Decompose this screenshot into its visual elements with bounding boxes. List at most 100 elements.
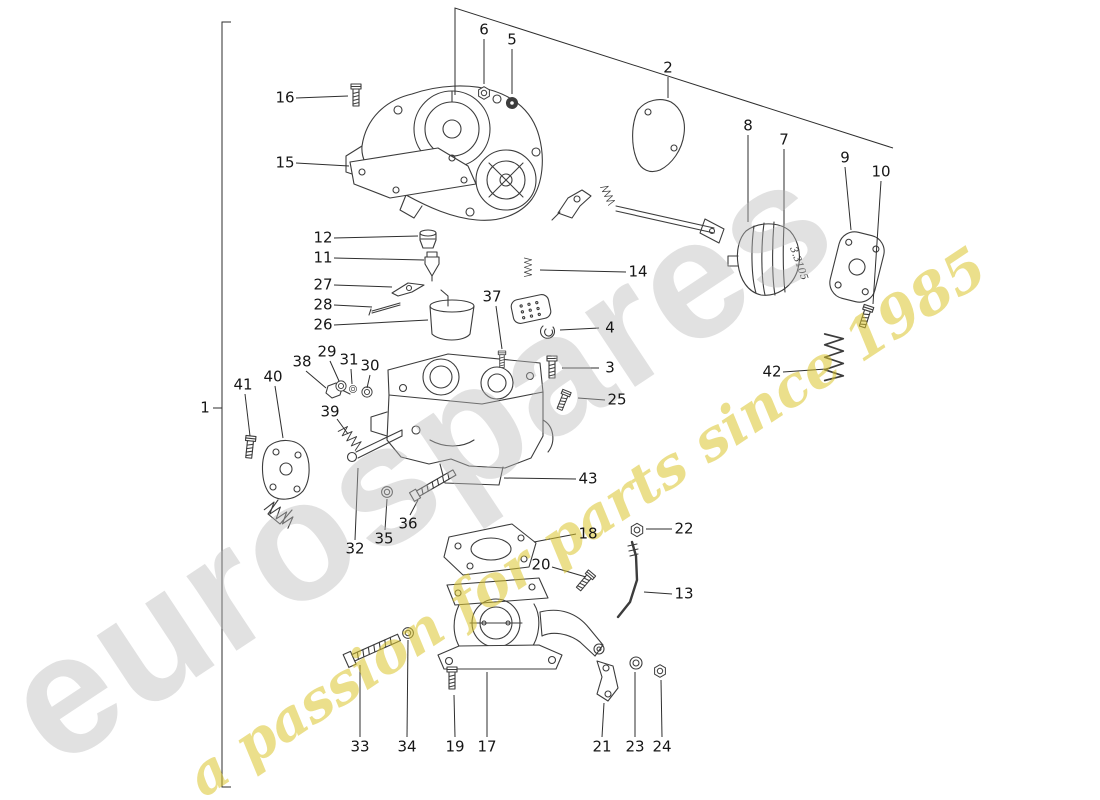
part-label-37: 37 bbox=[482, 287, 502, 306]
leader-line-part-19 bbox=[453, 694, 456, 738]
leader-line-part-31 bbox=[350, 368, 353, 385]
part-label-31: 31 bbox=[339, 350, 359, 369]
needle-valve-drawing-part-11 bbox=[424, 251, 440, 282]
part-label-12: 12 bbox=[313, 228, 333, 247]
part-label-33: 33 bbox=[350, 737, 370, 756]
leader-line-part-28 bbox=[333, 304, 373, 308]
part-label-1: 1 bbox=[200, 398, 210, 417]
part-label-16: 16 bbox=[275, 88, 295, 107]
part-label-22: 22 bbox=[674, 519, 694, 538]
part-label-28: 28 bbox=[313, 295, 333, 314]
group-bracket-part-1 bbox=[221, 21, 231, 788]
carburetor-lower-body-drawing bbox=[370, 353, 554, 486]
part-label-35: 35 bbox=[374, 529, 394, 548]
part-label-23: 23 bbox=[625, 737, 645, 756]
part-label-3: 3 bbox=[605, 358, 615, 377]
leader-lines-layer bbox=[213, 7, 894, 788]
part-label-24: 24 bbox=[652, 737, 672, 756]
part-label-15: 15 bbox=[275, 153, 295, 172]
leader-line-part-38 bbox=[305, 370, 327, 389]
cover-bracket-drawing-part-40 bbox=[261, 439, 310, 525]
leader-line-part-29 bbox=[329, 360, 340, 382]
part-label-36: 36 bbox=[398, 514, 418, 533]
leader-line-part-15 bbox=[295, 162, 350, 167]
part-label-25: 25 bbox=[607, 390, 627, 409]
leader-line-part-26 bbox=[333, 319, 429, 326]
part-label-30: 30 bbox=[360, 356, 380, 375]
part-label-29: 29 bbox=[317, 342, 337, 361]
leader-line-part-12 bbox=[333, 235, 419, 239]
leader-line-part-42 bbox=[782, 368, 827, 373]
float-lever-drawing-part-27 bbox=[391, 282, 425, 297]
part-label-38: 38 bbox=[292, 352, 312, 371]
choke-lever-drawing bbox=[551, 189, 592, 221]
leader-line-part-34 bbox=[406, 639, 409, 738]
part-label-6: 6 bbox=[479, 20, 489, 39]
leader-line-part-40 bbox=[274, 385, 284, 439]
leader-line-part-16 bbox=[295, 95, 349, 99]
lever-drawing-part-21 bbox=[596, 660, 619, 702]
strainer-plate-drawing bbox=[510, 294, 552, 324]
part-label-34: 34 bbox=[397, 737, 417, 756]
part-label-42: 42 bbox=[762, 362, 782, 381]
leader-line-part-20 bbox=[551, 566, 587, 578]
part-label-19: 19 bbox=[445, 737, 465, 756]
part-label-32: 32 bbox=[345, 539, 365, 558]
main-jet-drawing-part-12 bbox=[419, 229, 437, 249]
leader-line-part-27 bbox=[333, 284, 393, 288]
choke-shaft-drawing bbox=[615, 205, 725, 244]
leader-line-part-4 bbox=[559, 327, 600, 331]
part-label-20: 20 bbox=[531, 555, 551, 574]
assembly-boundary-line bbox=[454, 7, 894, 149]
grommet-drawing-part-5 bbox=[505, 96, 519, 110]
leader-line-part-39 bbox=[336, 418, 349, 435]
part-label-43: 43 bbox=[578, 469, 598, 488]
part-label-27: 27 bbox=[313, 275, 333, 294]
clip-drawing-part-4 bbox=[539, 325, 556, 339]
fastening-screw-drawing-part-33 bbox=[342, 633, 401, 668]
leader-line-part-37 bbox=[495, 305, 503, 350]
pull-rod-drawing-part-13 bbox=[616, 540, 639, 619]
leader-line-part-41 bbox=[244, 393, 251, 437]
part-label-14: 14 bbox=[628, 262, 648, 281]
part-label-41: 41 bbox=[233, 375, 253, 394]
part-label-8: 8 bbox=[743, 116, 753, 135]
leader-line-part-30 bbox=[366, 374, 371, 389]
leader-line-part-11 bbox=[333, 257, 425, 261]
leader-line-part-10 bbox=[872, 180, 882, 305]
leader-line-part-13 bbox=[643, 591, 673, 595]
leader-line-part-36 bbox=[409, 499, 419, 516]
part-label-26: 26 bbox=[313, 315, 333, 334]
part-label-13: 13 bbox=[674, 584, 694, 603]
part-label-5: 5 bbox=[507, 30, 517, 49]
part-label-40: 40 bbox=[263, 367, 283, 386]
leader-line-part-32 bbox=[354, 467, 359, 541]
part-label-2: 2 bbox=[663, 58, 673, 77]
throttle-body-drawing-part-17 bbox=[437, 577, 605, 670]
leader-line-part-14 bbox=[539, 269, 627, 273]
float-drawing-part-26 bbox=[429, 289, 475, 341]
leader-line-part-18 bbox=[533, 533, 577, 543]
part-label-9: 9 bbox=[840, 148, 850, 167]
leader-line-part-21 bbox=[601, 702, 605, 738]
flange-gasket-drawing-part-18 bbox=[443, 523, 537, 576]
leader-line-part-35 bbox=[384, 498, 388, 531]
leader-line-part-9 bbox=[844, 166, 852, 231]
part-label-17: 17 bbox=[477, 737, 497, 756]
gasket-drawing-part-15 bbox=[349, 147, 477, 199]
float-pin-drawing-part-28 bbox=[368, 302, 401, 316]
choke-cover-drawing bbox=[632, 99, 685, 173]
cover-plate-drawing-part-9 bbox=[829, 231, 885, 303]
leader-line-part-25 bbox=[577, 397, 606, 401]
part-label-39: 39 bbox=[320, 402, 340, 421]
leader-line-part-24 bbox=[660, 679, 663, 738]
leader-line-part-43 bbox=[503, 477, 577, 480]
part-label-21: 21 bbox=[592, 737, 612, 756]
part-label-18: 18 bbox=[578, 524, 598, 543]
idle-mixture-screw-drawing-part-36 bbox=[408, 469, 457, 502]
idle-screw-drawing-part-32 bbox=[346, 429, 403, 463]
part-label-11: 11 bbox=[313, 248, 333, 267]
